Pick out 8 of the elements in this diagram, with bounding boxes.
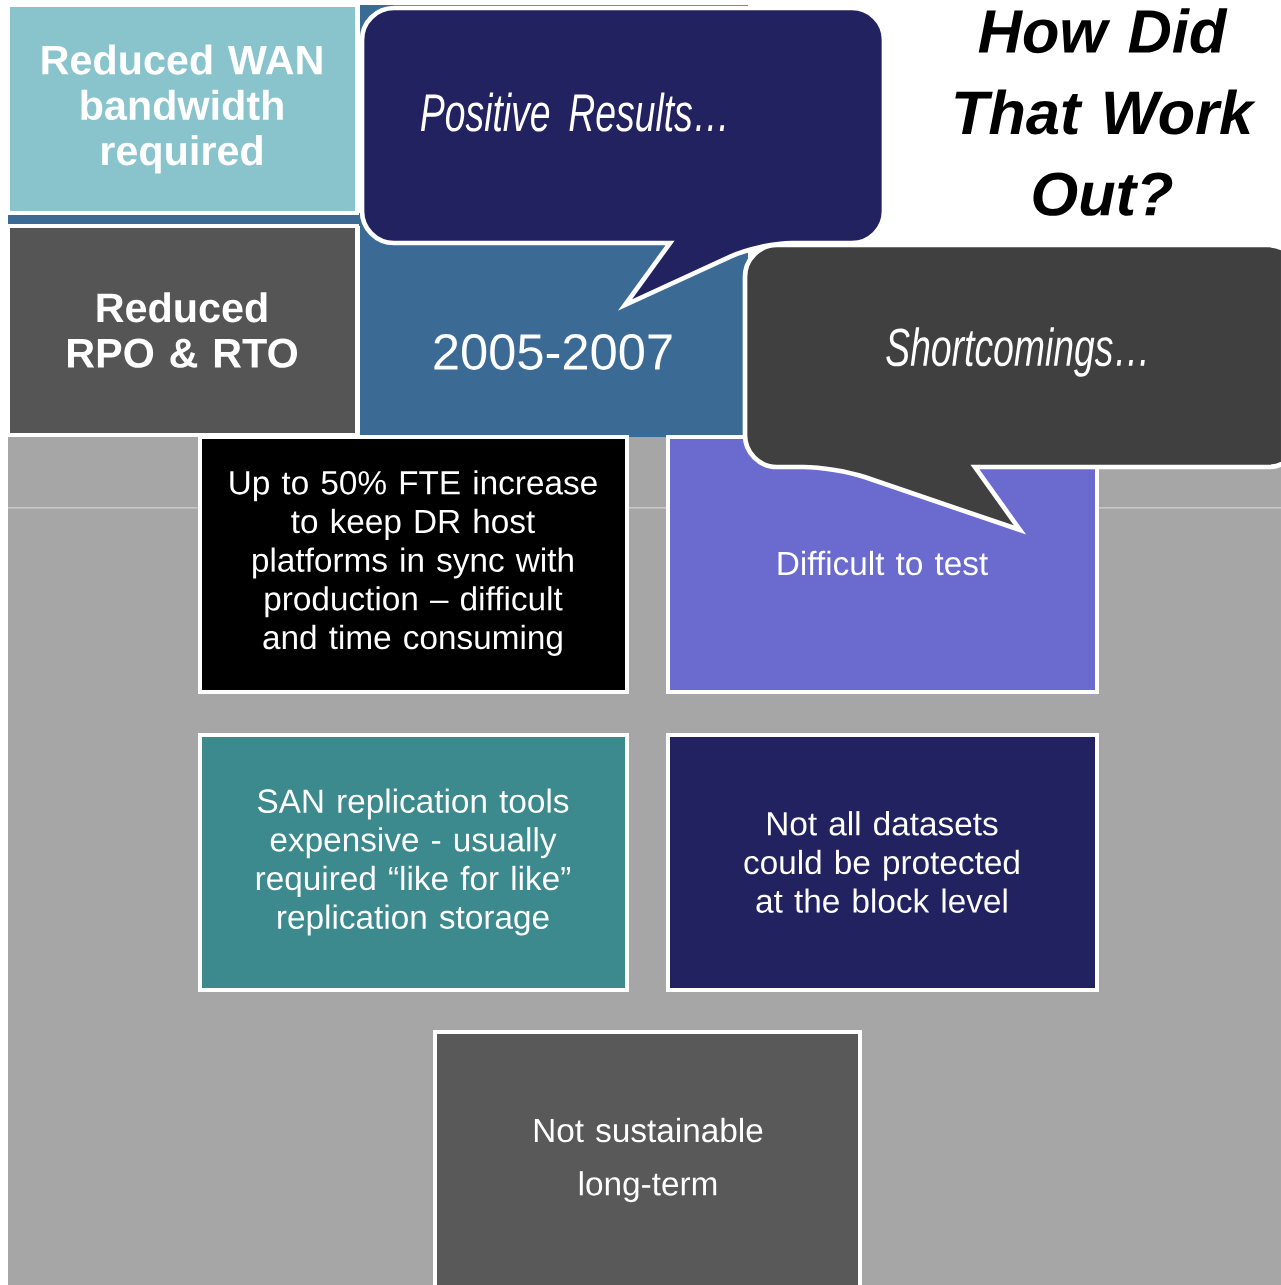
text-box: Not sustainable long-term [433,1030,862,1285]
text-box: Not all datasets could be protected at the block level [666,733,1099,992]
text-box: Reduced RPO & RTO [6,224,359,437]
title: How Did That Work Out? [955,8,1256,216]
text-box: SAN replication tools expensive - usually required “like for like” replication storage [198,733,629,992]
text-box: Up to 50% FTE increase to keep DR host platforms in sync with production – difficult and time consuming [198,435,629,694]
text-box: Reduced WAN bandwidth required [6,3,359,215]
speech-bubble: Shortcomings… [742,242,1281,533]
